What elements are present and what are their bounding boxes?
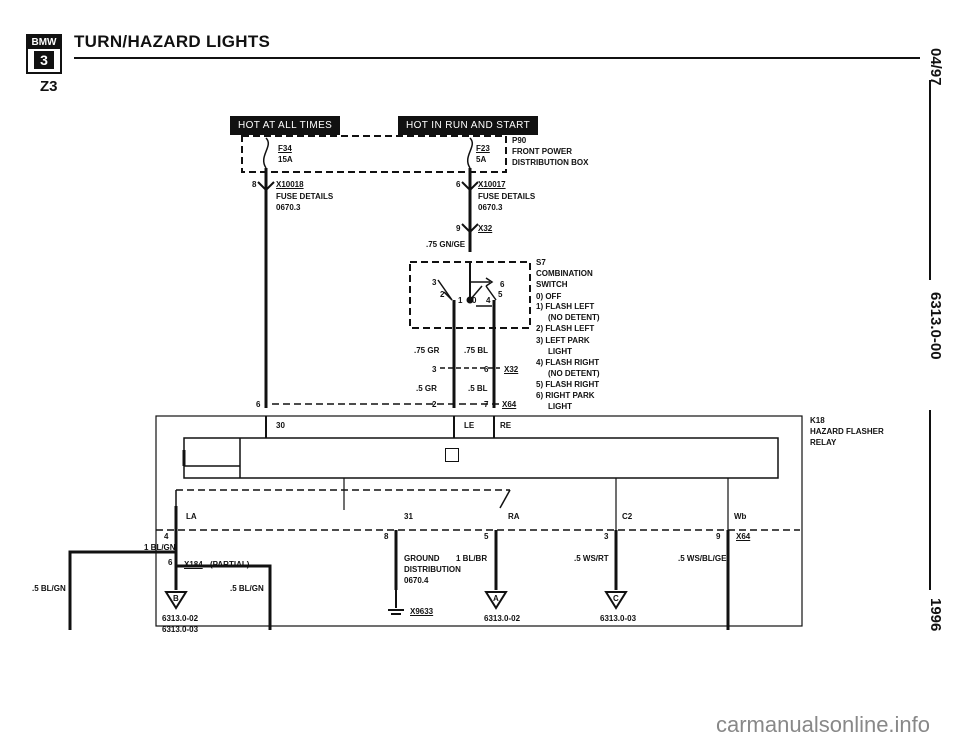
x184-id: X184	[184, 560, 203, 569]
relay-pin-le: LE	[464, 421, 475, 430]
ground-x9633: X9633	[410, 607, 434, 616]
pin-3-x32: 3	[432, 365, 437, 374]
relay-pin-31: 31	[404, 512, 413, 521]
x32-id: X32	[478, 224, 493, 233]
switch-pos-label-1: 1	[458, 296, 463, 305]
wire-1-bl-gn: 1 BL/GN	[144, 543, 176, 552]
conn-x10018-id: X10018	[276, 180, 304, 189]
switch-pos-6-note: LIGHT	[548, 402, 572, 411]
page-title: TURN/HAZARD LIGHTS	[74, 32, 271, 51]
switch-pos-4-note: (NO DETENT)	[548, 369, 600, 378]
hot-in-run-start-label: HOT IN RUN AND START	[398, 116, 539, 135]
conn-x10018-line1: FUSE DETAILS	[276, 192, 334, 201]
connector-c-label: C	[613, 594, 619, 603]
switch-pos-label-0: 0	[472, 296, 477, 305]
switch-pos-label-6: 6	[500, 280, 505, 289]
logo-brand: BMW	[28, 36, 60, 49]
connector-a-label: A	[493, 594, 499, 603]
switch-pos-label-5: 5	[498, 290, 503, 299]
relay-pin-c2: C2	[622, 512, 633, 521]
fuse-f34-id: F34	[278, 144, 292, 153]
switch-pos-label-3: 3	[432, 278, 437, 287]
ref-c: 6313.0-03	[600, 614, 637, 623]
wire-5-ws-bl-ge: .5 WS/BL/GE	[678, 554, 727, 563]
ref-a: 6313.0-02	[484, 614, 521, 623]
x184-pin: 6	[168, 558, 173, 567]
switch-pos-4: 4) FLASH RIGHT	[536, 358, 600, 367]
x32-pin: 9	[456, 224, 461, 233]
fuse-f23-id: F23	[476, 144, 490, 153]
wire-5-bl: .5 BL	[468, 384, 488, 393]
x64-bottom-id: X64	[736, 532, 751, 541]
wire-5-bl-gn-right: .5 BL/GN	[230, 584, 264, 593]
switch-pos-6: 6) RIGHT PARK	[536, 391, 595, 400]
switch-pos-2: 2) FLASH LEFT	[536, 324, 595, 333]
conn-x10017-line1: FUSE DETAILS	[478, 192, 536, 201]
x32-connector-id: X32	[504, 365, 519, 374]
switch-pos-3-note: LIGHT	[548, 347, 572, 356]
relay-pin-re: RE	[500, 421, 512, 430]
logo-series: 3	[34, 51, 54, 69]
relay-pin-wb: Wb	[734, 512, 747, 521]
ground-line2: DISTRIBUTION	[404, 565, 461, 574]
switch-pos-3: 3) LEFT PARK	[536, 336, 590, 345]
pin-6-left: 6	[256, 400, 261, 409]
wire-75-gr: .75 GR	[414, 346, 440, 355]
conn-right-pin: 6	[456, 180, 461, 189]
pin-2-x64: 2	[432, 400, 437, 409]
switch-s7-id: S7	[536, 258, 546, 267]
connector-b-label: B	[173, 594, 179, 603]
conn-x10018-line2: 0670.3	[276, 203, 301, 212]
relay-line2: RELAY	[810, 438, 837, 447]
relay-pin-ra: RA	[508, 512, 520, 521]
pin-8: 8	[384, 532, 389, 541]
fuse-f23-rating: 5A	[476, 155, 487, 164]
ref-b-1: 6313.0-02	[162, 614, 199, 623]
wire-5-ws-rt: .5 WS/RT	[574, 554, 609, 563]
p90-line1: FRONT POWER	[512, 147, 572, 156]
pin-9: 9	[716, 532, 721, 541]
switch-pos-label-4: 4	[486, 296, 491, 305]
pin-4: 4	[164, 532, 169, 541]
conn-x10017-line2: 0670.3	[478, 203, 503, 212]
wire-1-bl-br: 1 BL/BR	[456, 554, 488, 563]
switch-line2: SWITCH	[536, 280, 568, 289]
switch-pos-label-2: 2	[440, 290, 445, 299]
switch-pos-0: 0) OFF	[536, 292, 562, 301]
x184-note: (PARTIAL)	[210, 560, 250, 569]
ref-b-2: 6313.0-03	[162, 625, 199, 634]
ground-line1: GROUND	[404, 554, 440, 563]
relay-k18-id: K18	[810, 416, 825, 425]
bmw-logo: BMW 3	[26, 34, 62, 74]
relay-line1: HAZARD FLASHER	[810, 427, 884, 436]
switch-line1: COMBINATION	[536, 269, 593, 278]
hot-at-all-times-label: HOT AT ALL TIMES	[230, 116, 341, 135]
switch-pos-1-note: (NO DETENT)	[548, 313, 600, 322]
fuse-f34-rating: 15A	[278, 155, 293, 164]
relay-pin-la: LA	[186, 512, 197, 521]
switch-pos-5: 5) FLASH RIGHT	[536, 380, 600, 389]
p90-id: P90	[512, 136, 527, 145]
relay-coil-icon	[445, 448, 459, 462]
x64-connector-id: X64	[502, 400, 517, 409]
conn-left-pin: 8	[252, 180, 257, 189]
pin-6-x32: 6	[484, 365, 489, 374]
relay-pin-30: 30	[276, 421, 285, 430]
p90-line2: DISTRIBUTION BOX	[512, 158, 589, 167]
wire-75-bl: .75 BL	[464, 346, 489, 355]
pin-3-bottom: 3	[604, 532, 609, 541]
wire-gn-ge: .75 GN/GE	[426, 240, 466, 249]
footer-watermark: carmanualsonline.info	[716, 712, 931, 737]
wire-5-gr: .5 GR	[416, 384, 437, 393]
switch-pos-1: 1) FLASH LEFT	[536, 302, 595, 311]
conn-x10017-id: X10017	[478, 180, 506, 189]
wire-5-bl-gn-left: .5 BL/GN	[32, 584, 66, 593]
ground-line3: 0670.4	[404, 576, 429, 585]
pin-5: 5	[484, 532, 489, 541]
model-label: Z3	[40, 78, 58, 95]
pin-7-x64: 7	[484, 400, 489, 409]
